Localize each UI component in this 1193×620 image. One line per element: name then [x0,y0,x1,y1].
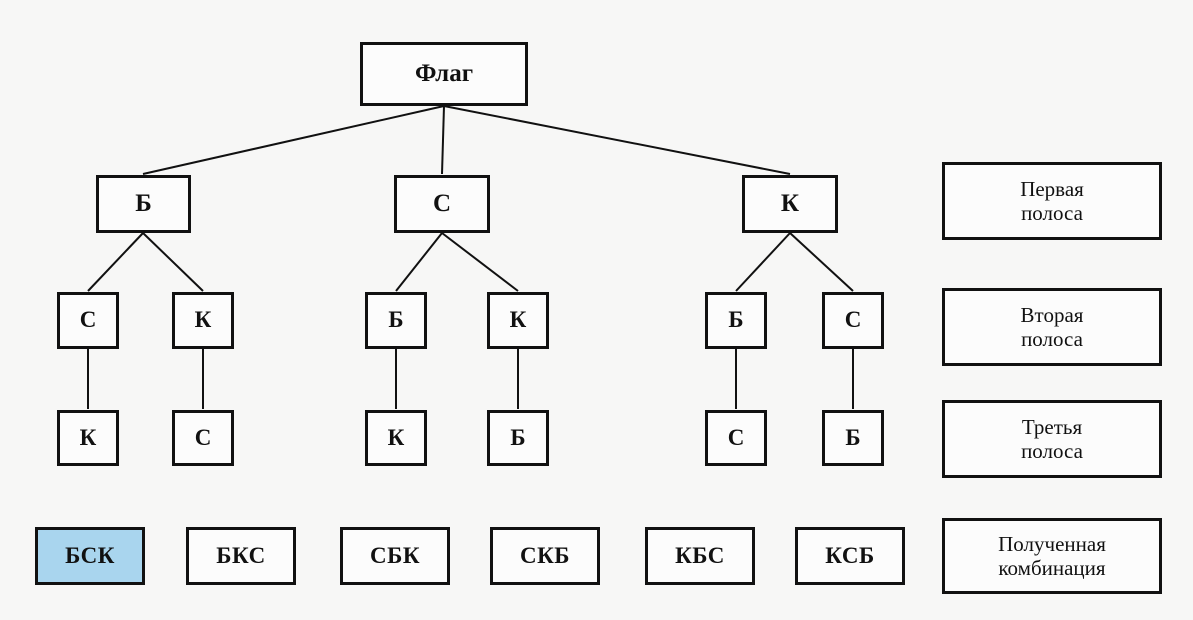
combination-box-3-label: СБК [370,542,420,568]
legend-box-resulting-combination-line1: Полученная [998,531,1106,556]
combination-box-1-label: БСК [65,542,115,568]
node-level4-4-label: Б [510,424,526,450]
node-level4-5-label: С [727,424,745,450]
combination-box-1[interactable]: БСК [35,527,145,585]
node-level3-3[interactable]: Б [365,292,427,349]
node-level4-3-label: К [387,424,405,450]
node-level4-4[interactable]: Б [487,410,549,466]
legend-box-third-stripe-line1: Третья [1021,414,1083,439]
legend-box-second-stripe-line2: полоса [1021,327,1083,351]
node-level3-2-label: К [194,307,212,333]
combination-box-6[interactable]: КСБ [795,527,905,585]
legend-box-resulting-combination-line2: комбинация [998,556,1106,580]
node-level3-5[interactable]: Б [705,292,767,349]
combination-box-3[interactable]: СБК [340,527,450,585]
node-level4-6[interactable]: Б [822,410,884,466]
legend-box-first-stripe-line2: полоса [1021,201,1083,225]
combination-box-2-label: БКС [216,542,266,568]
legend-box-first-stripe-line1: Первая [1020,176,1084,201]
node-level2-2[interactable]: С [394,175,490,233]
node-level3-2[interactable]: К [172,292,234,349]
node-level4-3[interactable]: К [365,410,427,466]
node-level4-2-label: С [194,424,212,450]
node-level3-4-label: К [509,307,527,333]
legend-box-second-stripe: Вторая полоса [942,288,1162,366]
node-level3-1[interactable]: С [57,292,119,349]
combination-box-2[interactable]: БКС [186,527,296,585]
combination-box-5-label: КБС [675,542,725,568]
node-root-label: Флаг [414,59,474,87]
legend-box-third-stripe-line2: полоса [1021,439,1083,463]
node-level3-3-label: Б [388,307,404,333]
node-level2-2-label: С [432,189,452,217]
node-level3-4[interactable]: К [487,292,549,349]
node-level4-5[interactable]: С [705,410,767,466]
legend-box-first-stripe: Первая полоса [942,162,1162,240]
node-root-flag[interactable]: Флаг [360,42,528,106]
node-level3-5-label: Б [728,307,744,333]
combination-box-4-label: СКБ [520,542,570,568]
node-level3-6-label: С [844,307,862,333]
node-level2-1-label: Б [135,189,152,217]
node-level4-2[interactable]: С [172,410,234,466]
node-level4-1-label: К [79,424,97,450]
legend-box-third-stripe: Третья полоса [942,400,1162,478]
combination-box-5[interactable]: КБС [645,527,755,585]
combination-box-4[interactable]: СКБ [490,527,600,585]
legend-box-second-stripe-line1: Вторая [1020,302,1084,327]
node-level4-6-label: Б [845,424,861,450]
node-level3-1-label: С [79,307,97,333]
node-level3-6[interactable]: С [822,292,884,349]
node-level4-1[interactable]: К [57,410,119,466]
node-level2-1[interactable]: Б [96,175,191,233]
node-level2-3[interactable]: К [742,175,838,233]
combination-box-6-label: КСБ [825,542,875,568]
legend-box-resulting-combination: Полученная комбинация [942,518,1162,594]
node-level2-3-label: К [780,189,800,217]
